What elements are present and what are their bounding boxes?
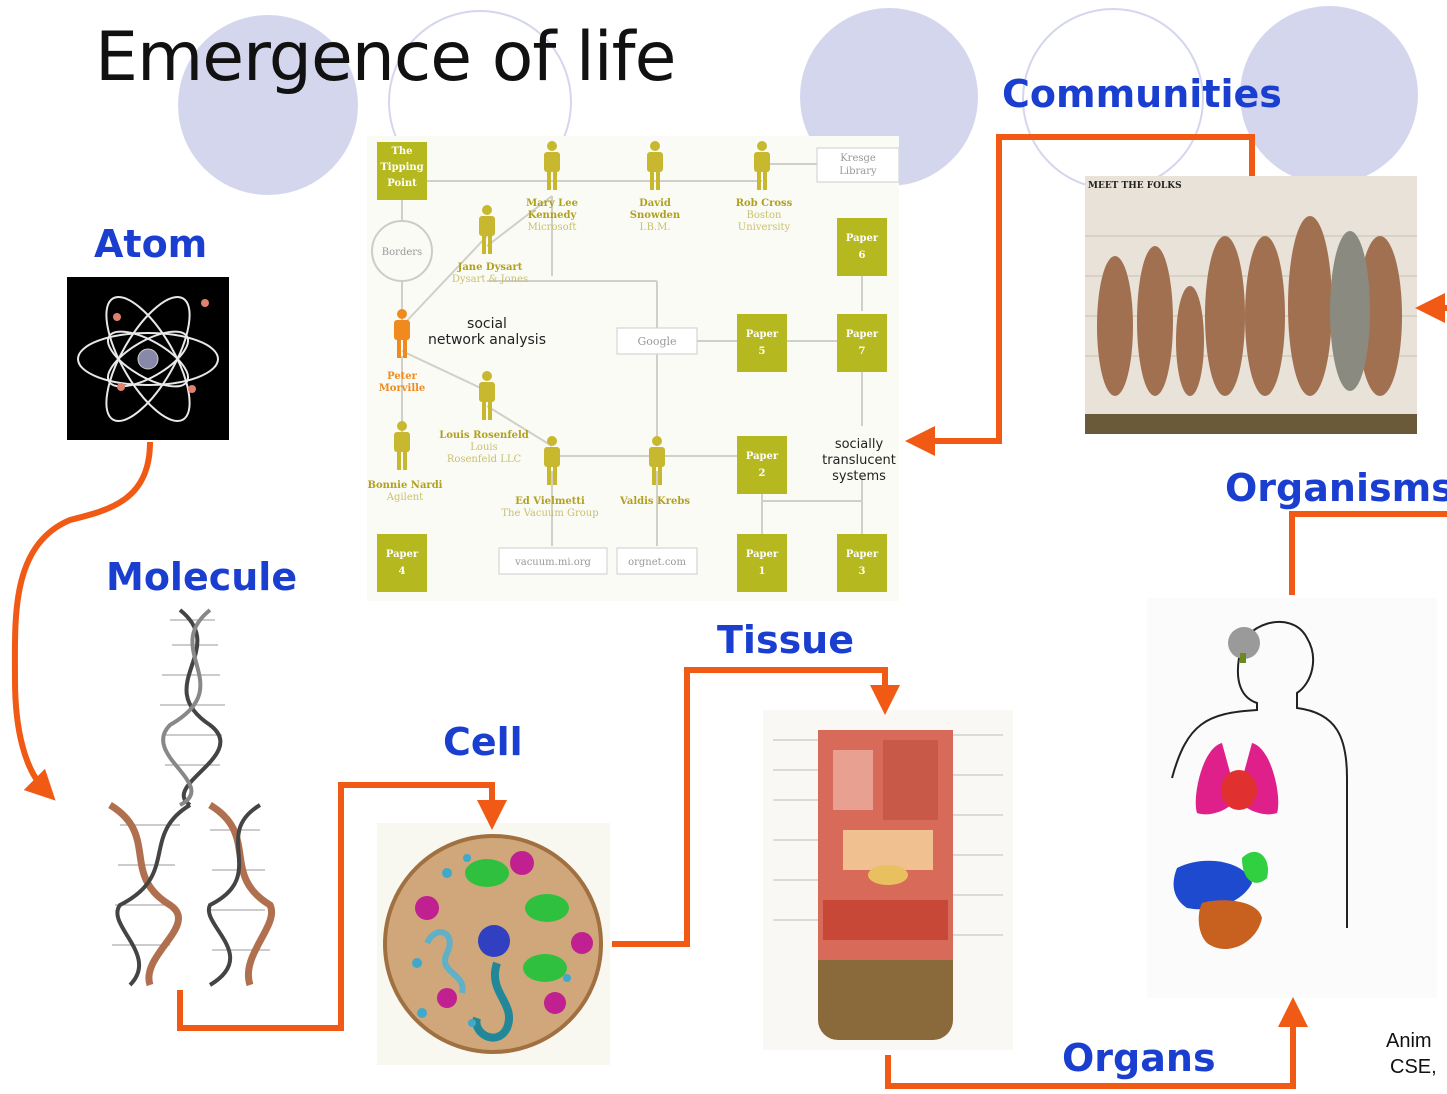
- label-molecule: Molecule: [106, 555, 298, 599]
- node-borders: [371, 220, 433, 282]
- person-icon: [544, 436, 560, 485]
- person-7-org: The Vacuum Group: [501, 508, 598, 519]
- label-organs: Organs: [1062, 1036, 1216, 1080]
- socially-line1: socially: [835, 437, 884, 452]
- organism-body-image: [1147, 598, 1437, 998]
- node-tipping-point: [377, 142, 427, 200]
- paper-4: [377, 534, 427, 592]
- tipping-point-line1: The: [391, 146, 412, 157]
- kresge-line2: Library: [839, 166, 877, 177]
- decor-circle-1: [178, 15, 358, 195]
- label-cell: Cell: [443, 720, 523, 764]
- person-icon-highlight: [394, 309, 410, 358]
- person-icon: [394, 421, 410, 470]
- paper-7-word: Paper: [846, 329, 879, 340]
- node-kresge-library: [816, 147, 899, 183]
- paper-7-num: 7: [859, 346, 866, 357]
- person-4-name: Peter: [387, 371, 418, 382]
- paper-1: [737, 534, 787, 592]
- person-icon: [754, 141, 770, 190]
- dna-molecule-image: [100, 605, 285, 990]
- center-label-line2: network analysis: [428, 332, 546, 348]
- node-orgnet: [616, 547, 698, 575]
- label-communities: Communities: [1002, 72, 1282, 116]
- person-4-name2: Morville: [379, 383, 426, 394]
- folks-caption: MEET THE FOLKS: [1088, 181, 1182, 191]
- person-6-org: Agilent: [386, 492, 423, 503]
- person-5-org: Rosenfeld LLC: [447, 454, 522, 465]
- communities-image: MEET THE FOLKS: [1085, 176, 1417, 434]
- person-6-name: Bonnie Nardi: [368, 480, 443, 491]
- person-icon: [649, 436, 665, 485]
- paper-3: [837, 534, 887, 592]
- person-2-name: Rob Cross: [736, 198, 793, 209]
- person-icon: [479, 205, 495, 254]
- person-3-name: Jane Dysart: [457, 262, 523, 273]
- atom-image: [67, 277, 229, 440]
- papers: Paper 6 Paper 5 Paper 7 Paper 2 Paper 4 …: [377, 218, 887, 592]
- paper-5-num: 5: [759, 346, 766, 357]
- paper-6: [837, 218, 887, 276]
- person-5-name2: Louis: [470, 442, 497, 453]
- tissue-image: [763, 710, 1013, 1050]
- person-2-org: University: [738, 222, 791, 233]
- paper-6-num: 6: [859, 250, 866, 261]
- paper-2: [737, 436, 787, 494]
- person-icon: [544, 141, 560, 190]
- google-label: Google: [637, 335, 676, 348]
- label-organisms: Organisms: [1225, 466, 1447, 510]
- arrow-organs-to-organisms: [1289, 511, 1447, 595]
- paper-1-num: 1: [759, 566, 766, 577]
- person-1-name: David: [639, 198, 671, 209]
- slide-title: Emergence of life: [95, 18, 676, 97]
- decor-circle-5: [1240, 6, 1418, 184]
- paper-3-num: 3: [859, 566, 866, 577]
- person-7-name: Ed Vielmetti: [515, 496, 585, 507]
- paper-6-word: Paper: [846, 233, 879, 244]
- person-0-name2: Kennedy: [528, 210, 578, 221]
- label-atom: Atom: [94, 222, 208, 266]
- person-8-name: Valdis Krebs: [619, 496, 690, 507]
- person-5-name: Louis Rosenfeld: [439, 430, 529, 441]
- orgnet-label: orgnet.com: [628, 557, 686, 568]
- socially-line3: systems: [832, 469, 886, 484]
- person-3-org: Dysart & Jones: [452, 274, 528, 285]
- node-vacuum: [498, 547, 608, 575]
- tipping-point-line3: Point: [387, 178, 417, 189]
- paper-5-word: Paper: [746, 329, 779, 340]
- paper-3-word: Paper: [846, 549, 879, 560]
- paper-4-num: 4: [399, 566, 406, 577]
- vacuum-label: vacuum.mi.org: [514, 557, 591, 568]
- socially-line2: translucent: [822, 453, 896, 468]
- person-0-org: Microsoft: [528, 222, 577, 233]
- footer-line1: Anim: [1386, 1030, 1432, 1052]
- person-icon: [479, 371, 495, 420]
- person-2-name2: Boston: [747, 210, 783, 221]
- person-1-name2: Snowden: [630, 210, 681, 221]
- cell-image: [377, 823, 610, 1065]
- social-network-diagram: The Tipping Point Borders Kresge Library…: [367, 136, 899, 601]
- kresge-line1: Kresge: [840, 153, 876, 164]
- paper-2-word: Paper: [746, 451, 779, 462]
- footer-line2: CSE,: [1390, 1056, 1437, 1078]
- paper-7: [837, 314, 887, 372]
- node-google: [616, 327, 698, 355]
- tipping-point-line2: Tipping: [380, 162, 423, 173]
- person-0-name: Mary Lee: [526, 198, 578, 209]
- borders-label: Borders: [382, 247, 422, 258]
- paper-2-num: 2: [759, 468, 766, 479]
- person-1-org: I.B.M.: [639, 222, 670, 233]
- paper-5: [737, 314, 787, 372]
- paper-4-word: Paper: [386, 549, 419, 560]
- label-tissue: Tissue: [717, 618, 855, 662]
- center-label-line1: social: [467, 316, 507, 332]
- paper-1-word: Paper: [746, 549, 779, 560]
- person-icon: [647, 141, 663, 190]
